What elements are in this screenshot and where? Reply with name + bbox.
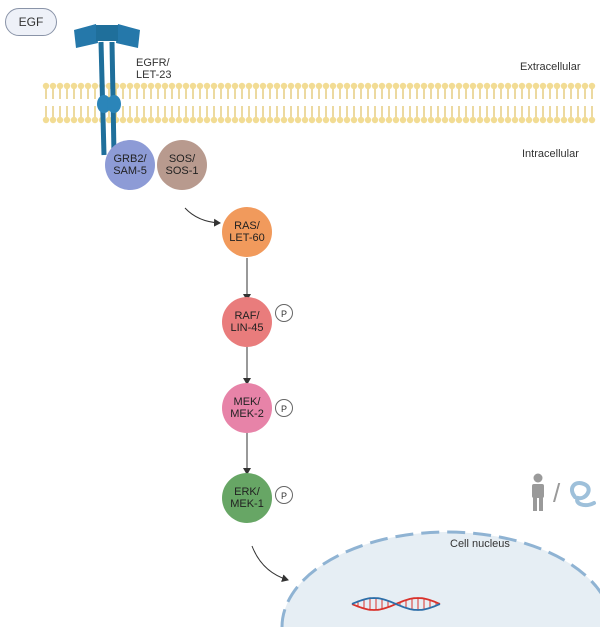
- intracellular-label: Intracellular: [522, 148, 579, 160]
- dna-helix-icon: [351, 597, 441, 611]
- sos-line2: SOS-1: [165, 165, 199, 177]
- mek-line2: MEK-2: [230, 408, 264, 420]
- grb2-line1: GRB2/: [113, 153, 147, 165]
- ras-line1: RAS/: [234, 220, 260, 232]
- nucleus-label: Cell nucleus: [450, 538, 510, 550]
- erk-line1: ERK/: [234, 486, 260, 498]
- human-icon: [532, 473, 544, 511]
- raf-line2: LIN-45: [230, 322, 264, 334]
- extracellular-label: Extracellular: [520, 61, 581, 73]
- ras-node: RAS/LET-60: [222, 207, 272, 257]
- ras-line2: LET-60: [229, 232, 265, 244]
- erk-node: ERK/MEK-1: [222, 473, 272, 523]
- erk-phospho-badge: P: [275, 486, 293, 504]
- species-separator: /: [553, 478, 561, 508]
- cell-membrane: [42, 82, 596, 124]
- erk-line2: MEK-1: [230, 498, 264, 510]
- receptor-label: EGFR/ LET-23: [136, 57, 171, 81]
- egf-ligand: EGF: [5, 8, 57, 36]
- receptor-label-line1: EGFR/: [136, 57, 170, 69]
- grb2-line2: SAM-5: [113, 165, 147, 177]
- worm-icon: [570, 481, 596, 508]
- receptor-label-line2: LET-23: [136, 69, 172, 81]
- mek-phospho-badge: P: [275, 399, 293, 417]
- raf-node: RAF/LIN-45: [222, 297, 272, 347]
- raf-phospho-badge: P: [275, 304, 293, 322]
- mek-node: MEK/MEK-2: [222, 383, 272, 433]
- raf-line1: RAF/: [234, 310, 260, 322]
- sos-node: SOS/SOS-1: [157, 140, 207, 190]
- sos-line1: SOS/: [168, 153, 196, 165]
- grb2-node: GRB2/SAM-5: [105, 140, 155, 190]
- cell-nucleus: [280, 530, 600, 627]
- egfr-receptor-icon: [74, 24, 140, 156]
- mek-line1: MEK/: [233, 396, 261, 408]
- arrow-erk-to-nucleus: [251, 545, 289, 583]
- arrow-adaptors-to-ras: [184, 207, 221, 227]
